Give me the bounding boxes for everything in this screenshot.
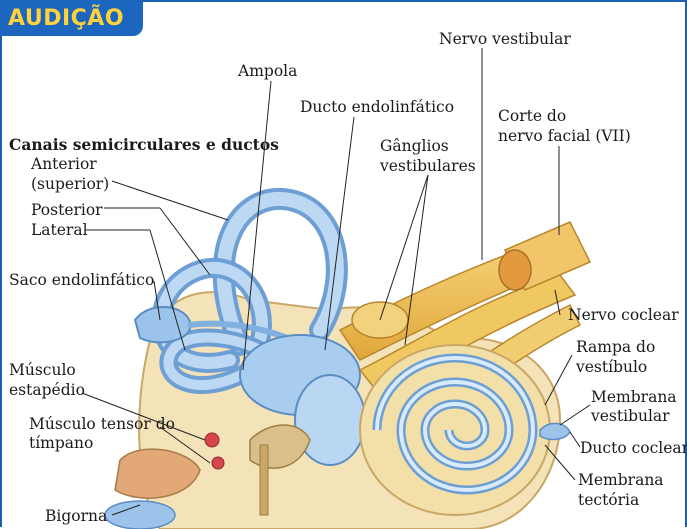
label-nervo-vestibular: Nervo vestibular [439,30,571,48]
label-membrana-tectoria-line2: tectória [578,491,640,509]
semicircular-canals [151,187,348,394]
page-title: AUDIÇÃO [8,5,125,31]
label-nervo-coclear: Nervo coclear [568,306,679,324]
label-musculo-tensor-line2: tímpano [29,434,94,452]
label-anterior-line2: (superior) [31,175,110,193]
label-ducto-coclear: Ducto coclear [580,439,687,457]
label-membrana-tectoria-line1: Membrana [578,471,664,489]
label-lateral: Lateral [31,221,88,239]
incus-bone [104,424,311,529]
label-ganglios-line2: vestibulares [380,157,476,175]
label-musculo-estapedio-line2: estapédio [9,381,85,399]
facial-nerve-cut [498,221,592,291]
cochlea [359,344,571,516]
label-ducto-endolinfatico: Ducto endolinfático [300,98,455,116]
label-corte-nervo-facial-line1: Corte do [498,107,567,125]
label-corte-nervo-facial-line2: nervo facial (VII) [498,127,631,145]
label-membrana-vestibular-line2: vestibular [591,407,670,425]
heading-canais-semicirculares: Canais semicirculares e ductos [9,135,279,154]
label-musculo-tensor-line1: Músculo tensor do [29,415,175,433]
label-rampa-vestibulo-line1: Rampa do [576,338,656,356]
label-membrana-vestibular-line1: Membrana [591,388,677,406]
endolymphatic-sac [133,306,192,344]
label-musculo-estapedio-line1: Músculo [9,361,76,379]
middle-ear-muscles [114,432,225,499]
label-ganglios-line1: Gânglios [380,137,449,155]
label-anterior-line1: Anterior [31,155,97,173]
label-bigorna: Bigorna [45,507,108,525]
label-posterior: Posterior [31,201,103,219]
leader-lines [81,48,591,516]
label-rampa-vestibulo-line2: vestíbulo [576,358,648,376]
label-saco-endolinfatico: Saco endolinfático [9,271,155,289]
label-ampola: Ampola [238,62,298,80]
title-banner: AUDIÇÃO [0,0,143,36]
